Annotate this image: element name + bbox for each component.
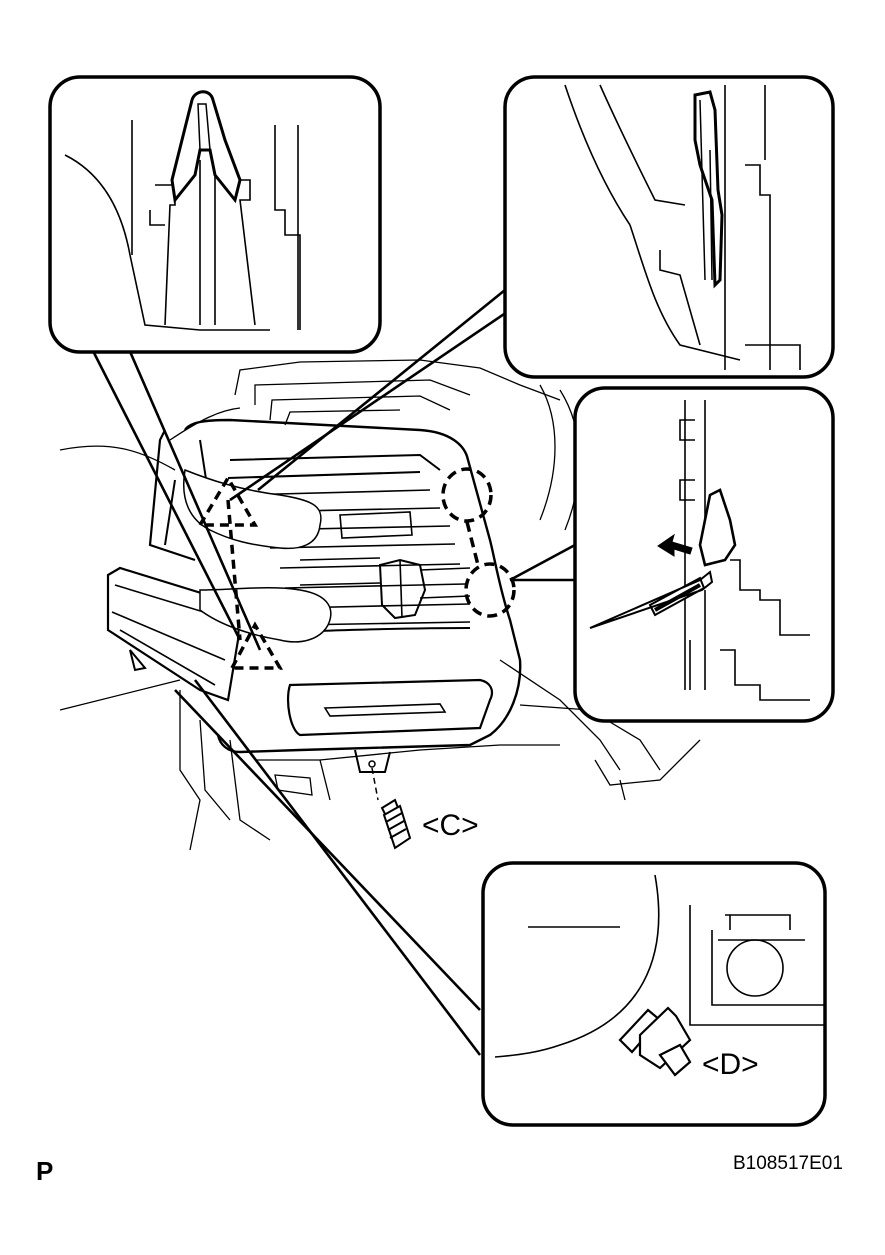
callout-leaders (88, 288, 576, 1056)
callout-top-left (48, 75, 382, 354)
screw-icon (380, 798, 412, 850)
corner-letter: P (36, 1156, 53, 1186)
screw-c-label: <C> (422, 809, 479, 842)
arrow-icon (657, 533, 693, 557)
clip-d-label: <D> (702, 1048, 759, 1081)
figure-code: B108517E01 (733, 1153, 843, 1174)
callout-right (573, 386, 835, 723)
dashboard-background (59, 359, 701, 851)
screw-c-group: <C> (371, 767, 479, 850)
hands (183, 468, 332, 643)
trim-strip (106, 566, 242, 702)
claw-markers (196, 474, 284, 670)
clip-markers (441, 467, 516, 618)
callout-top-right (503, 75, 835, 379)
callout-bottom-right: <D> (481, 861, 827, 1127)
clip-icon (618, 1006, 692, 1077)
